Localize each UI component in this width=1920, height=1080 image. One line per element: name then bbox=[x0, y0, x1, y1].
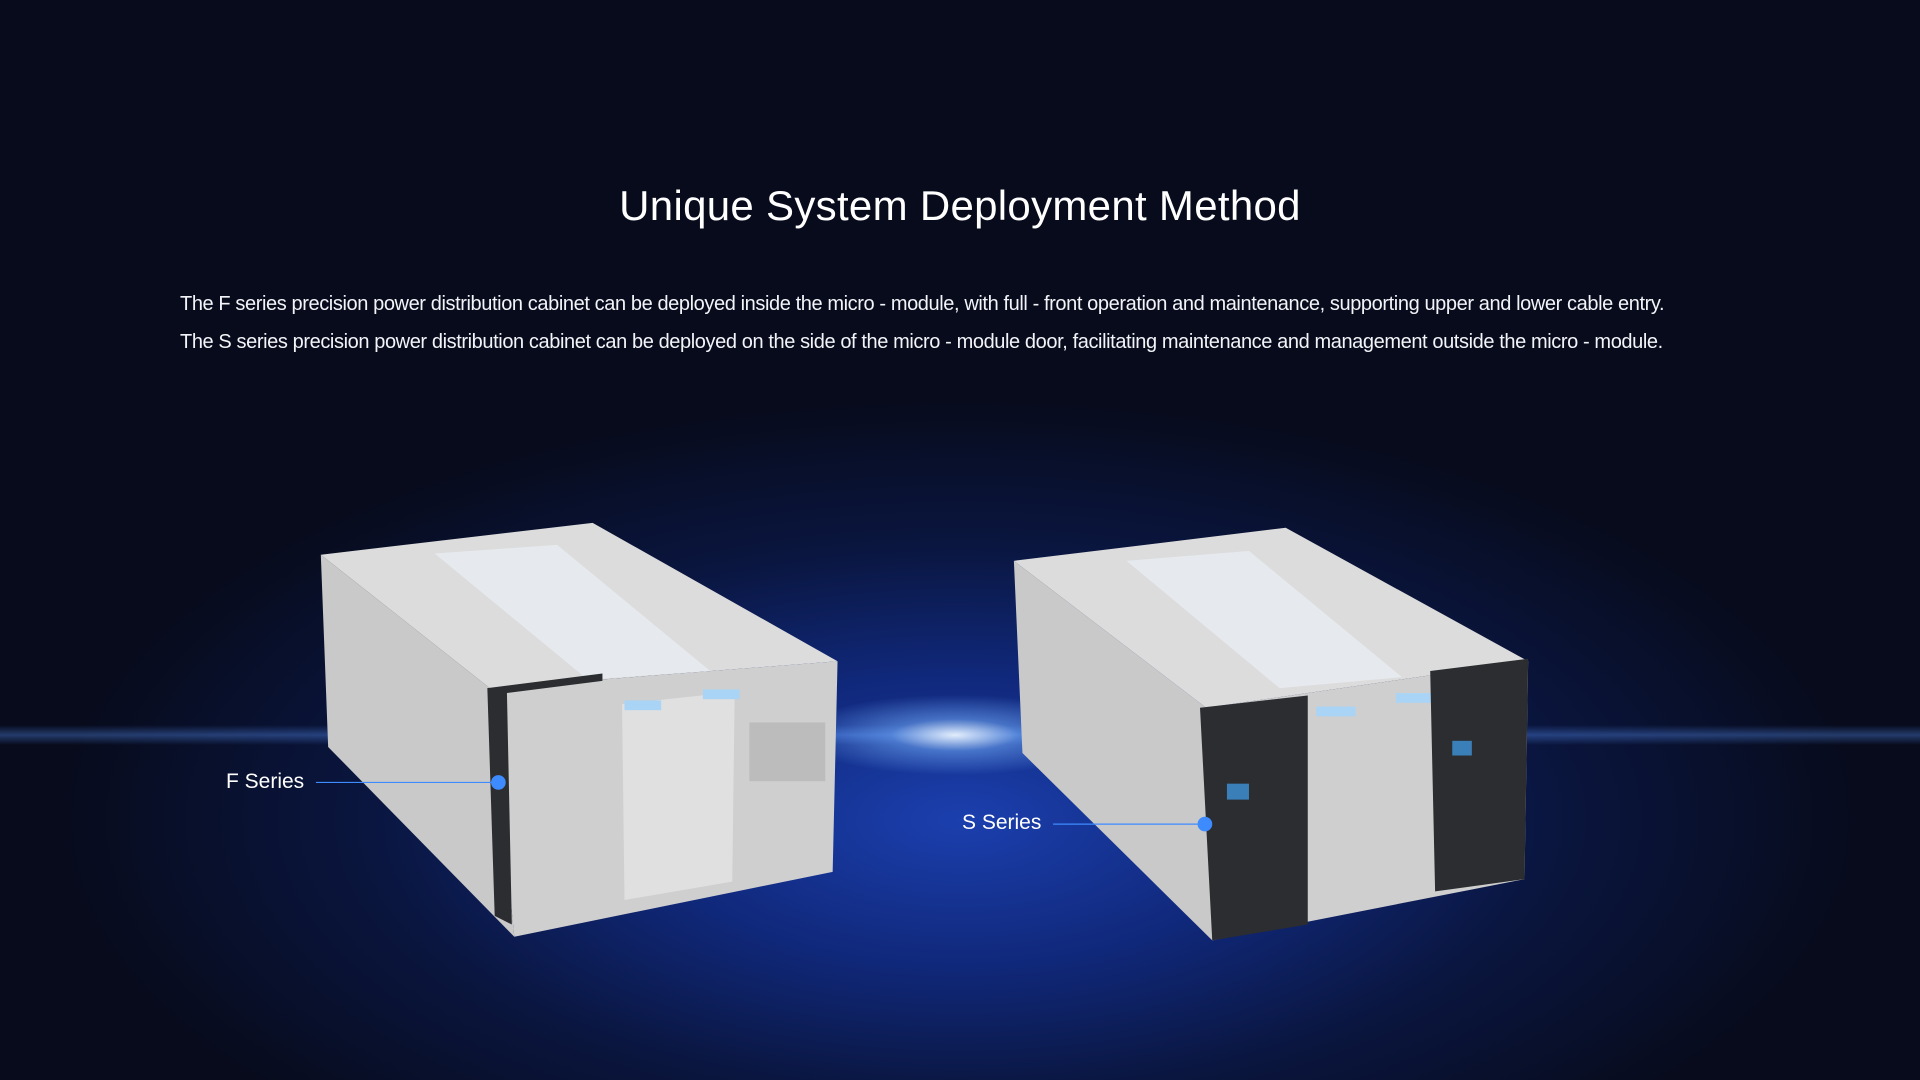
f-series-cabinet bbox=[487, 673, 603, 925]
s-series-label: S Series bbox=[962, 811, 1042, 834]
callout-lines bbox=[315, 775, 1213, 832]
description: The F series precision power distributio… bbox=[180, 285, 1665, 361]
s-series-cabinet-right bbox=[1430, 658, 1529, 892]
description-s-series: The S series precision power distributio… bbox=[180, 331, 1663, 353]
s-series-module bbox=[1013, 527, 1529, 941]
f-series-module bbox=[320, 522, 838, 937]
f-series-marker bbox=[491, 775, 506, 790]
f-series-label: F Series bbox=[226, 770, 305, 793]
description-f-series: The F series precision power distributio… bbox=[180, 293, 1665, 315]
s-series-marker bbox=[1197, 816, 1213, 832]
s-series-cabinet-left bbox=[1200, 695, 1308, 941]
page-title: Unique System Deployment Method bbox=[619, 182, 1301, 229]
